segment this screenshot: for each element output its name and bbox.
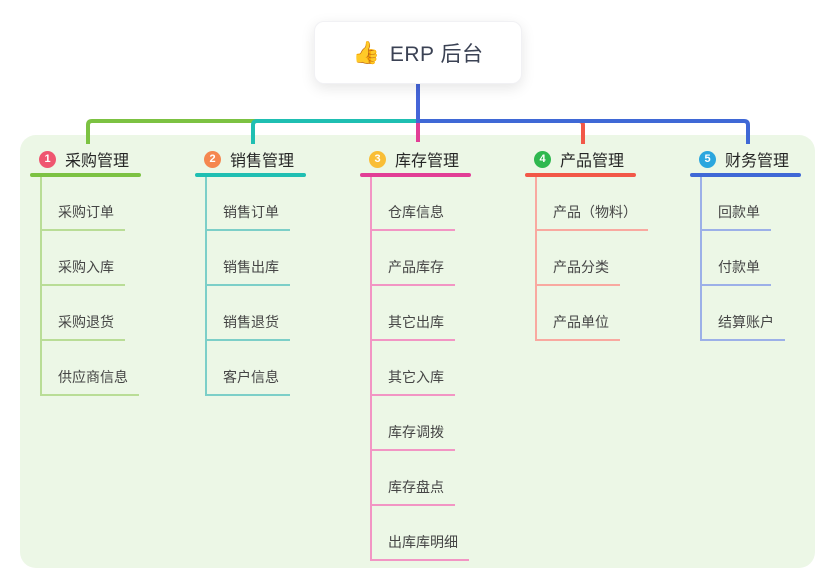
child-node[interactable]: 结算账户 [700, 312, 785, 341]
branch-child-connector [40, 177, 42, 396]
branch-child-connector [205, 177, 207, 396]
branch-child-connector [535, 177, 537, 341]
branch-title-node-sales[interactable]: 2 销售管理 [204, 146, 294, 172]
child-node[interactable]: 产品单位 [535, 312, 620, 341]
branch-underline [360, 173, 471, 177]
branch-child-connector [370, 177, 372, 561]
branch-title: 销售管理 [230, 153, 295, 170]
child-node[interactable]: 产品（物料） [535, 202, 648, 231]
child-node[interactable]: 产品库存 [370, 257, 455, 286]
root-title: ERP 后台 [389, 42, 484, 66]
child-node[interactable]: 仓库信息 [370, 202, 455, 231]
branch-title: 产品管理 [560, 153, 625, 170]
child-node[interactable]: 库存盘点 [370, 477, 455, 506]
branch-underline [525, 173, 636, 177]
child-node[interactable]: 出库库明细 [370, 532, 469, 561]
root-node[interactable]: 👍 ERP 后台 [314, 21, 522, 84]
branch-underline [690, 173, 801, 177]
branch-number-badge: 4 [534, 150, 551, 168]
branch-title-node-finance[interactable]: 5 财务管理 [699, 146, 789, 172]
child-node[interactable]: 库存调拨 [370, 422, 455, 451]
branch-number-badge: 2 [204, 150, 221, 168]
branch-number-badge: 3 [369, 150, 386, 168]
branch-child-connector [700, 177, 702, 341]
branch-underline [195, 173, 306, 177]
branch-title: 财务管理 [725, 153, 790, 170]
branch-title-node-product[interactable]: 4 产品管理 [534, 146, 624, 172]
branch-title-node-inventory[interactable]: 3 库存管理 [369, 146, 459, 172]
branch-title-node-purchase[interactable]: 1 采购管理 [39, 146, 129, 172]
branch-number-badge: 5 [699, 150, 716, 168]
branch-title: 采购管理 [65, 153, 130, 170]
child-node[interactable]: 回款单 [700, 202, 771, 231]
child-node[interactable]: 采购退货 [40, 312, 125, 341]
child-node[interactable]: 付款单 [700, 257, 771, 286]
child-node[interactable]: 供应商信息 [40, 367, 139, 396]
branch-title: 库存管理 [395, 153, 460, 170]
child-node[interactable]: 销售退货 [205, 312, 290, 341]
child-node[interactable]: 采购入库 [40, 257, 125, 286]
mindmap-panel [20, 135, 815, 568]
child-node[interactable]: 其它入库 [370, 367, 455, 396]
child-node[interactable]: 客户信息 [205, 367, 290, 396]
thumbs-up-icon: 👍 [352, 39, 380, 65]
child-node[interactable]: 销售订单 [205, 202, 290, 231]
child-node[interactable]: 销售出库 [205, 257, 290, 286]
child-node[interactable]: 产品分类 [535, 257, 620, 286]
branch-underline [30, 173, 141, 177]
child-node[interactable]: 采购订单 [40, 202, 125, 231]
branch-number-badge: 1 [39, 150, 56, 168]
child-node[interactable]: 其它出库 [370, 312, 455, 341]
